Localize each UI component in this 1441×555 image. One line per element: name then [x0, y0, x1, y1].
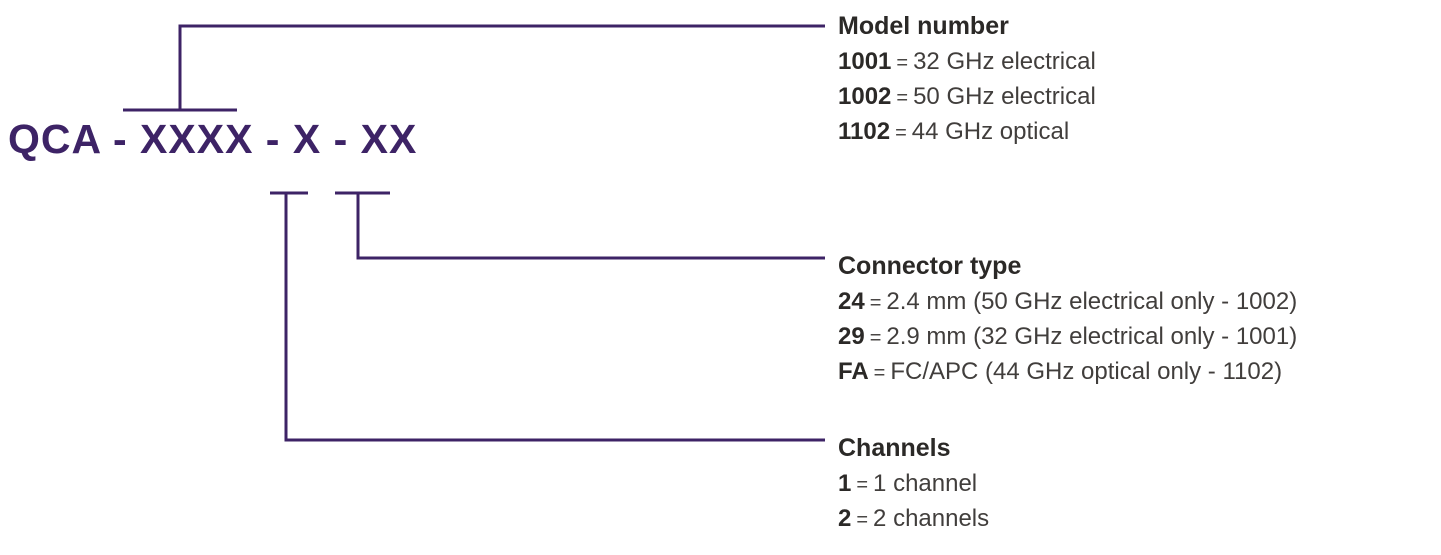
entry-value: 50 GHz electrical: [913, 83, 1096, 110]
legend-row: 1=1 channel: [838, 467, 989, 502]
entry-value: 2.9 mm (32 GHz electrical only - 1001): [886, 323, 1298, 350]
section-title: Connector type: [838, 252, 1022, 280]
entry-value: 1 channel: [873, 470, 978, 497]
entry-key: FA: [838, 358, 869, 385]
legend-row: 1001=32 GHz electrical: [838, 45, 1096, 80]
entry-key: 1001: [838, 48, 892, 75]
entry-value: 32 GHz electrical: [913, 48, 1096, 75]
section-title: Model number: [838, 12, 1009, 40]
section-channels: Channels 1=1 channel 2=2 channels: [838, 430, 989, 537]
legend-row: FA=FC/APC (44 GHz optical only - 1102): [838, 355, 1297, 390]
channels-bracket-line: [270, 191, 825, 442]
equals-sign: =: [856, 509, 869, 531]
entry-key: 1: [838, 470, 852, 497]
equals-sign: =: [873, 362, 886, 384]
entry-key: 2: [838, 505, 852, 532]
entry-key: 1002: [838, 83, 892, 110]
legend-row: 1102=44 GHz optical: [838, 115, 1096, 150]
section-model-number: Model number 1001=32 GHz electrical 1002…: [838, 8, 1096, 150]
equals-sign: =: [856, 474, 869, 496]
entry-value: 2 channels: [873, 505, 990, 532]
entry-value: FC/APC (44 GHz optical only - 1102): [890, 358, 1283, 385]
model-number-bracket-line: [123, 24, 825, 112]
entry-value: 44 GHz optical: [911, 118, 1070, 145]
entry-value: 2.4 mm (50 GHz electrical only - 1002): [886, 288, 1298, 315]
model-code: QCA - XXXX - X - XX: [8, 116, 418, 162]
entry-key: 29: [838, 323, 865, 350]
section-title: Channels: [838, 434, 951, 462]
legend-row: 24=2.4 mm (50 GHz electrical only - 1002…: [838, 285, 1297, 320]
connector-type-bracket-line: [335, 191, 825, 260]
section-connector-type: Connector type 24=2.4 mm (50 GHz electri…: [838, 248, 1297, 390]
legend-row: 29=2.9 mm (32 GHz electrical only - 1001…: [838, 320, 1297, 355]
equals-sign: =: [896, 87, 909, 109]
entry-key: 24: [838, 288, 865, 315]
equals-sign: =: [895, 122, 907, 144]
equals-sign: =: [869, 327, 882, 349]
legend-row: 2=2 channels: [838, 502, 989, 537]
equals-sign: =: [896, 52, 909, 74]
equals-sign: =: [869, 292, 882, 314]
legend-row: 1002=50 GHz electrical: [838, 80, 1096, 115]
entry-key: 1102: [838, 118, 891, 145]
